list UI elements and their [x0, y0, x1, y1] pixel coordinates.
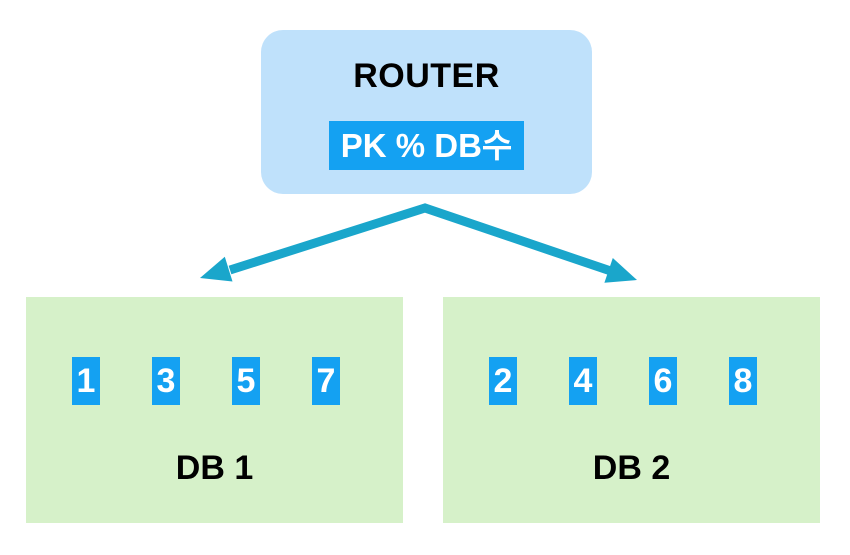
- db2-label: DB 2: [592, 449, 671, 487]
- router-title: ROUTER: [353, 57, 500, 95]
- shard-key-chip: 5: [232, 357, 260, 405]
- arrow-head-left-icon: [200, 256, 233, 282]
- db1-box: 1 3 5 7 DB 1: [26, 297, 403, 523]
- shard-key-chip: 8: [729, 357, 757, 405]
- db2-box: 2 4 6 8 DB 2: [443, 297, 820, 523]
- db1-key-row: 1 3 5 7: [72, 357, 340, 405]
- router-box: ROUTER PK % DB수: [261, 30, 592, 194]
- db1-label: DB 1: [175, 449, 254, 487]
- shard-key-chip: 2: [489, 357, 517, 405]
- arrow-shaft: [228, 203, 612, 276]
- router-formula-badge: PK % DB수: [328, 121, 525, 170]
- shard-key-chip: 3: [152, 357, 180, 405]
- arrow-head-right-icon: [604, 258, 637, 283]
- db2-key-row: 2 4 6 8: [489, 357, 757, 405]
- shard-key-chip: 6: [649, 357, 677, 405]
- shard-key-chip: 1: [72, 357, 100, 405]
- shard-key-chip: 7: [312, 357, 340, 405]
- shard-key-chip: 4: [569, 357, 597, 405]
